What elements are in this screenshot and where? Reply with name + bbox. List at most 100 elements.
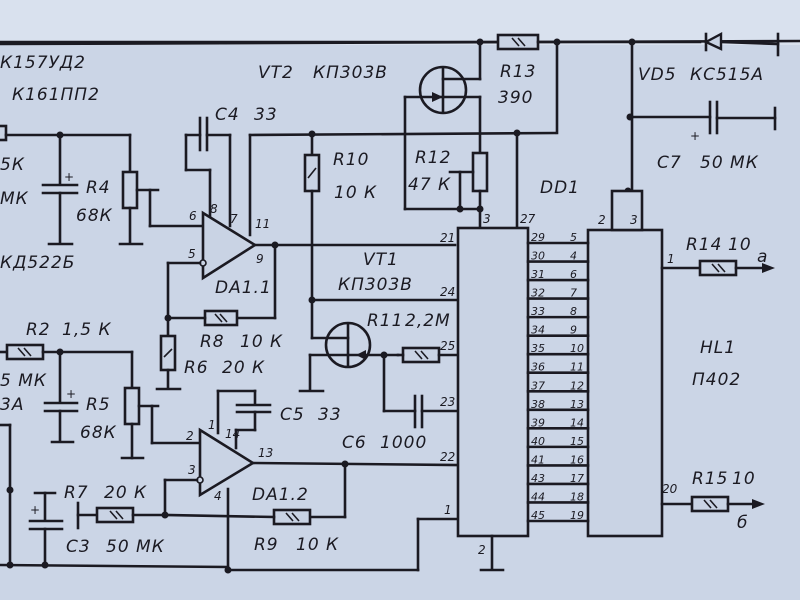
partial-resistor-top <box>0 124 8 142</box>
hl1-left-pin: 14 <box>570 416 584 429</box>
da1-1-ref: DA1.1 <box>215 278 272 298</box>
svg-text:1: 1 <box>208 418 216 432</box>
hl1-left-pin: 7 <box>570 287 577 300</box>
dd1-right-pin: 36 <box>531 361 545 374</box>
hl1-type: П402 <box>692 370 741 390</box>
dd1-right-pin: 38 <box>531 398 545 411</box>
svg-text:+: + <box>30 503 40 517</box>
hl1-body <box>586 228 664 538</box>
dd1-top-pin: 27 <box>520 212 536 226</box>
dd1-right-pin: 37 <box>531 379 545 392</box>
svg-text:5: 5 <box>188 247 196 261</box>
svg-text:2: 2 <box>598 213 606 227</box>
r15-value: 10 <box>732 469 756 489</box>
dd1-body <box>456 226 530 538</box>
vt2-type: КП303В <box>313 63 388 83</box>
r12-potentiometer <box>471 151 489 193</box>
dd1-right-pin: 43 <box>531 472 545 485</box>
hl1-left-pin: 4 <box>570 250 577 263</box>
r4-ref: R4 <box>86 178 111 198</box>
r8-value: 10 К <box>240 332 283 352</box>
dd1-right-pin: 33 <box>531 305 545 318</box>
dd1-right-pin: 39 <box>531 416 545 429</box>
vt2-ref: VT2 <box>258 63 294 83</box>
dd1-bottom-pin: 2 <box>478 543 486 557</box>
r4-potentiometer <box>121 170 139 210</box>
dd1-right-pin: 40 <box>531 435 545 448</box>
r9-value: 10 К <box>296 535 339 555</box>
c3-value: 50 МК <box>106 537 165 557</box>
dd1-left-pin: 24 <box>440 285 455 299</box>
c4-ref: C4 <box>215 105 240 125</box>
hl1-left-pin: 12 <box>570 379 584 392</box>
svg-text:2: 2 <box>186 429 194 443</box>
output-label-a: а <box>757 247 768 267</box>
ic-note-line1: К157УД2 <box>0 53 86 73</box>
hl1-left-pin: 10 <box>570 342 584 355</box>
paper-margin <box>0 0 800 45</box>
svg-text:3: 3 <box>630 213 638 227</box>
hl1-top-tab <box>610 189 644 232</box>
diode-note: КД522Б <box>0 253 75 273</box>
svg-text:4: 4 <box>214 489 222 503</box>
output-arrow-b <box>752 499 765 509</box>
dd1-left-pin: 21 <box>440 231 455 245</box>
r6-value: 20 К <box>222 358 265 378</box>
r7-value: 20 К <box>104 483 147 503</box>
partial-label-3: 5 МК <box>0 371 47 391</box>
r11-resistor <box>401 346 441 364</box>
dd1-right-pin: 31 <box>531 268 545 281</box>
dd1-chip: DD1 3 27 21 24 25 23 22 1 2 <box>440 178 580 572</box>
dd1-right-pin: 45 <box>531 509 545 522</box>
hl1-display: 2 3 HL1 П402 1 R14 10 а 20 R15 10 б <box>586 189 775 538</box>
output-arrow-a <box>762 263 775 273</box>
svg-text:6: 6 <box>189 209 197 223</box>
r12-ref: R12 <box>415 148 451 168</box>
r2-ref: R2 <box>26 320 51 340</box>
r11-value: 2,2М <box>405 311 451 331</box>
r5-potentiometer <box>123 386 141 426</box>
c7-ref: C7 <box>657 153 682 173</box>
power-stage: VD5 КС515А + C7 50 МК <box>624 32 780 195</box>
r13-value: 390 <box>498 88 533 108</box>
dd1-right-pin: 41 <box>531 453 545 466</box>
partial-label-1: 5К <box>0 155 25 175</box>
dd1-right-pin: 30 <box>531 250 545 263</box>
svg-text:+: + <box>690 129 700 143</box>
hl1-left-pin: 11 <box>570 361 584 374</box>
svg-text:7: 7 <box>230 212 238 226</box>
hl1-left-pin: 9 <box>570 324 577 337</box>
lower-input-stage: R2 1,5 К + R5 68К 2 3 1 14 4 13 DA1.2 <box>0 320 460 574</box>
vd5-ref: VD5 <box>638 65 677 85</box>
svg-text:8: 8 <box>210 202 218 216</box>
c5-value: 33 <box>318 405 342 425</box>
vt2-stage: VT2 КП303В R12 47 К R13 390 <box>0 33 702 230</box>
dd1-left-pin: 23 <box>440 395 455 409</box>
hl1-left-pin: 18 <box>570 490 584 503</box>
r9-resistor <box>272 508 312 526</box>
partial-label-2: МК <box>0 189 29 209</box>
r7-resistor <box>95 506 135 524</box>
da1-2-ref: DA1.2 <box>252 485 309 505</box>
c6-value: 1000 <box>380 433 427 453</box>
opamp-da1-1 <box>201 210 258 281</box>
r6-ref: R6 <box>184 358 209 378</box>
dd1-left-pin: 22 <box>440 450 455 464</box>
r13-ref: R13 <box>500 62 536 82</box>
c4-value: 33 <box>254 105 278 125</box>
dd1-ref: DD1 <box>540 178 580 198</box>
r14-resistor <box>698 259 738 277</box>
svg-text:1: 1 <box>667 252 675 266</box>
hl1-left-pin: 13 <box>570 398 584 411</box>
opamp-da1-2 <box>198 427 256 498</box>
dd1-right-pin: 29 <box>531 231 545 244</box>
hl1-left-pin: 8 <box>570 305 577 318</box>
c5-ref: C5 <box>280 405 305 425</box>
r12-value: 47 К <box>408 175 451 195</box>
svg-text:+: + <box>66 387 76 401</box>
c6-ref: C6 <box>342 433 367 453</box>
dd1-top-pin: 3 <box>483 212 491 226</box>
r10-ref: R10 <box>333 150 369 170</box>
